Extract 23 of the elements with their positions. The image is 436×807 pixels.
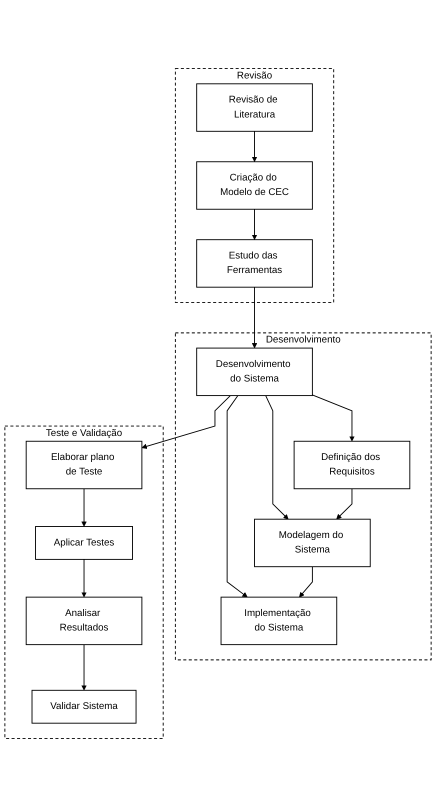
arrow xyxy=(252,130,258,162)
arrow xyxy=(252,286,258,348)
arrow xyxy=(252,208,258,240)
node-box: Validar Sistema xyxy=(32,690,137,724)
arrow xyxy=(312,394,355,442)
node-box: Analisar Resultados xyxy=(26,596,142,646)
node-box: Implementação do Sistema xyxy=(220,596,338,646)
node-box: Estudo das Ferramentas xyxy=(196,239,313,288)
arrow xyxy=(336,488,352,520)
arrow xyxy=(81,644,87,691)
arrow xyxy=(265,395,288,520)
arrow xyxy=(226,395,248,598)
arrow xyxy=(81,488,87,527)
node-box: Revisão de Literatura xyxy=(196,83,313,132)
arrow xyxy=(299,566,313,598)
arrow xyxy=(81,558,87,598)
node-box: Elaborar plano de Teste xyxy=(26,440,142,490)
node-box: Modelagem do Sistema xyxy=(254,518,371,568)
arrow xyxy=(142,395,231,449)
node-box: Desenvolvimento do Sistema xyxy=(196,348,313,396)
node-box: Aplicar Testes xyxy=(35,526,133,560)
node-box: Criação do Modelo de CEC xyxy=(196,161,313,210)
node-box: Definição dos Requisitos xyxy=(294,440,410,490)
